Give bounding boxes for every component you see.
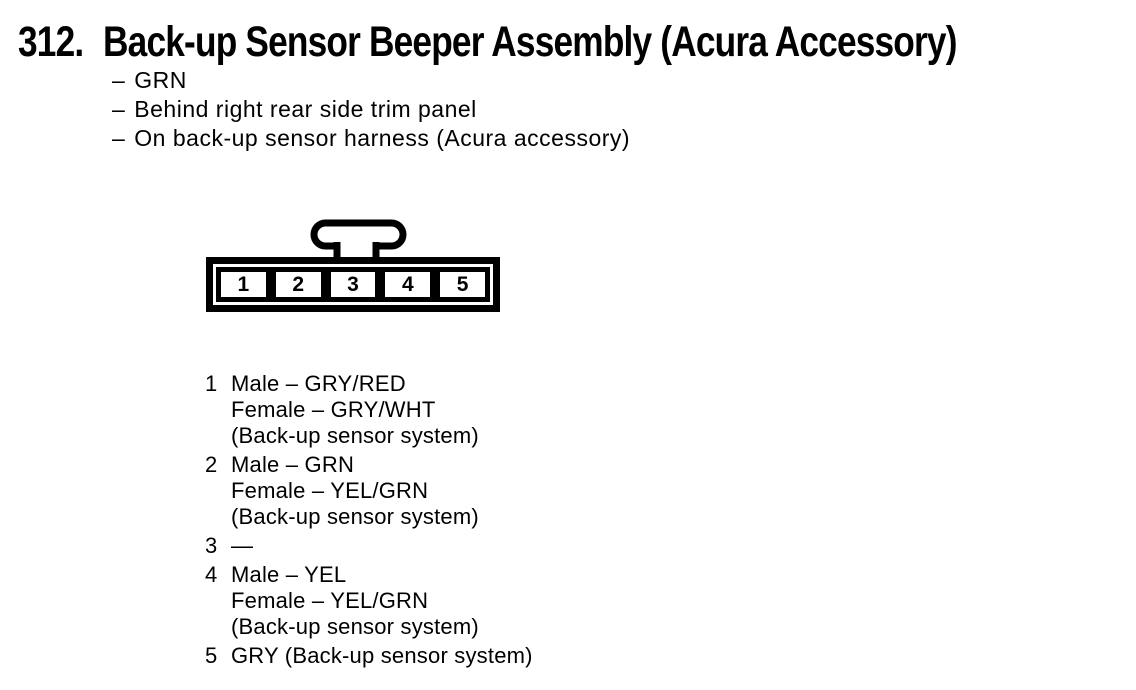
pin-line: (Back-up sensor system) xyxy=(231,504,479,529)
pin-line: Male – GRN xyxy=(231,452,355,477)
connector-pin-cell: 2 xyxy=(270,267,326,302)
location-notes: – GRN – Behind right rear side trim pane… xyxy=(112,66,630,153)
pinout-entry: 1 Male – GRY/RED Female – GRY/WHT (Back-… xyxy=(205,371,533,449)
note-dash: – xyxy=(112,125,126,151)
pin-lines: Male – GRY/RED Female – GRY/WHT (Back-up… xyxy=(231,371,479,449)
pinout-entry: 3 — xyxy=(205,533,533,559)
connector-body: 1 2 3 4 5 xyxy=(206,257,500,312)
note-dash: – xyxy=(112,67,126,93)
note-item: – GRN xyxy=(112,66,630,95)
title-number: 312. xyxy=(18,18,84,66)
pin-line: Female – YEL/GRN xyxy=(231,588,429,613)
pin-line: Male – GRY/RED xyxy=(231,371,406,396)
pin-line: Female – YEL/GRN xyxy=(231,478,429,503)
pinout-entry: 5 GRY (Back-up sensor system) xyxy=(205,643,533,669)
pin-line: Female – GRY/WHT xyxy=(231,397,436,422)
note-dash: – xyxy=(112,96,126,122)
connector-latch-icon xyxy=(310,219,407,260)
connector-pin-cell: 4 xyxy=(380,267,436,302)
pin-number: 5 xyxy=(205,643,218,668)
note-text: On back-up sensor harness (Acura accesso… xyxy=(134,125,631,151)
pin-number: 4 xyxy=(205,562,218,587)
connector-pin-cell: 1 xyxy=(216,267,271,302)
pin-line: Male – YEL xyxy=(231,562,347,587)
pin-lines: — xyxy=(231,533,253,559)
note-text: GRN xyxy=(134,67,187,93)
pin-line: GRY (Back-up sensor system) xyxy=(231,643,533,668)
title-text: Back-up Sensor Beeper Assembly (Acura Ac… xyxy=(103,18,957,66)
pin-lines: Male – GRN Female – YEL/GRN (Back-up sen… xyxy=(231,452,479,530)
pin-line: (Back-up sensor system) xyxy=(231,423,479,448)
pin-number: 2 xyxy=(205,452,218,477)
pinout-list: 1 Male – GRY/RED Female – GRY/WHT (Back-… xyxy=(205,371,533,672)
pin-lines: Male – YEL Female – YEL/GRN (Back-up sen… xyxy=(231,562,479,640)
pin-number: 1 xyxy=(205,371,218,396)
pin-lines: GRY (Back-up sensor system) xyxy=(231,643,533,669)
note-item: – On back-up sensor harness (Acura acces… xyxy=(112,124,630,153)
note-item: – Behind right rear side trim panel xyxy=(112,95,630,124)
pinout-entry: 4 Male – YEL Female – YEL/GRN (Back-up s… xyxy=(205,562,533,640)
page-title: 312. Back-up Sensor Beeper Assembly (Acu… xyxy=(18,21,957,64)
note-text: Behind right rear side trim panel xyxy=(134,96,477,122)
pin-number: 3 xyxy=(205,533,218,558)
pin-line: — xyxy=(231,533,254,558)
pinout-entry: 2 Male – GRN Female – YEL/GRN (Back-up s… xyxy=(205,452,533,530)
latch-neck-gap xyxy=(340,241,373,251)
pin-line: (Back-up sensor system) xyxy=(231,614,479,639)
connector-pin-cell: 3 xyxy=(325,267,381,302)
connector-pin-cell: 5 xyxy=(435,267,490,302)
